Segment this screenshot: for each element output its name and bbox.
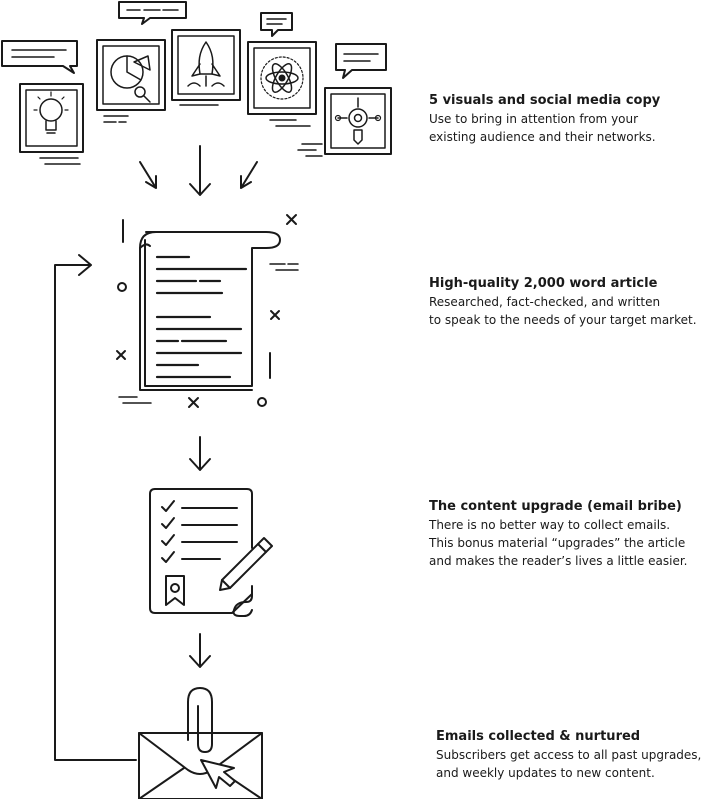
step-description: This bonus material “upgrades” the artic… bbox=[429, 536, 686, 550]
step-description: Subscribers get access to all past upgra… bbox=[436, 748, 702, 762]
step-content-upgrade: The content upgrade (email bribe) There … bbox=[429, 498, 687, 570]
atom-icon bbox=[247, 41, 317, 127]
step-emails-collected: Emails collected & nurtured Subscribers … bbox=[436, 728, 701, 782]
speech-bubble-icon bbox=[1, 40, 78, 74]
step-description: Researched, fact-checked, and written bbox=[429, 295, 661, 309]
step-title: 5 visuals and social media copy bbox=[429, 93, 661, 108]
social-visuals-icon bbox=[1, 1, 392, 165]
checklist-document-icon bbox=[149, 488, 273, 617]
step-title: The content upgrade (email bribe) bbox=[429, 499, 682, 514]
arrow-down-icon bbox=[240, 161, 258, 189]
pie-chart-icon bbox=[96, 39, 166, 123]
envelope-paperclip-icon bbox=[138, 687, 263, 799]
ribbon-badge-icon bbox=[165, 575, 185, 606]
article-scroll-icon bbox=[116, 214, 299, 408]
gear-icon bbox=[297, 87, 392, 157]
paperclip-icon bbox=[187, 687, 213, 753]
rocket-icon bbox=[171, 29, 241, 106]
step-article: High-quality 2,000 word article Research… bbox=[429, 275, 697, 329]
step-description: and weekly updates to new content. bbox=[436, 766, 655, 780]
step-description: Use to bring in attention from your bbox=[429, 112, 639, 126]
arrow-down-icon bbox=[189, 145, 211, 196]
step-description: existing audience and their networks. bbox=[429, 130, 656, 144]
cursor-icon bbox=[200, 759, 236, 789]
step-description: to speak to the needs of your target mar… bbox=[429, 313, 697, 327]
arrow-down-icon bbox=[189, 436, 211, 471]
speech-bubble-icon bbox=[335, 43, 387, 79]
pencil-icon bbox=[219, 537, 273, 591]
step-description: and makes the reader’s lives a little ea… bbox=[429, 554, 688, 568]
arrow-down-icon bbox=[189, 633, 211, 668]
speech-bubble-icon bbox=[260, 12, 293, 37]
step-description: There is no better way to collect emails… bbox=[429, 518, 671, 532]
arrow-down-icon bbox=[139, 161, 157, 189]
step-title: Emails collected & nurtured bbox=[436, 729, 641, 744]
speech-bubble-icon bbox=[118, 1, 187, 25]
lightbulb-icon bbox=[19, 83, 84, 165]
step-social-copy: 5 visuals and social media copy Use to b… bbox=[429, 92, 660, 146]
feedback-loop-arrow bbox=[54, 254, 137, 761]
step-title: High-quality 2,000 word article bbox=[429, 276, 658, 291]
